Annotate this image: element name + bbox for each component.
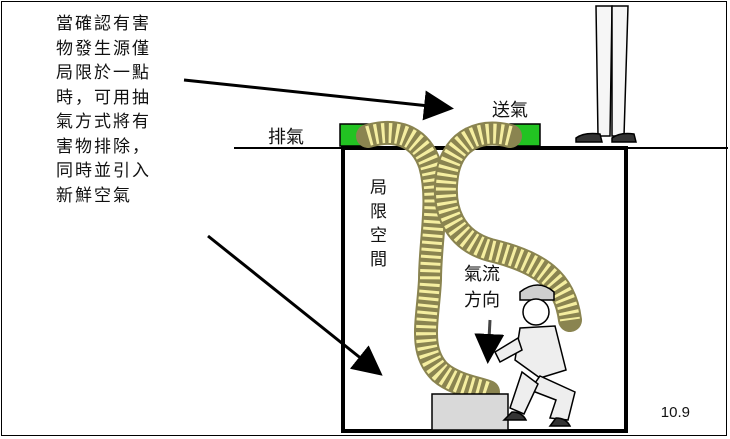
confined-space-label: 局 限 空 間 [370, 178, 387, 270]
figure-number: 10.9 [660, 404, 690, 421]
work-block [431, 393, 509, 431]
airflow-arrow [474, 319, 505, 364]
supply-label: 送氣 [492, 100, 528, 121]
exhaust-label: 排氣 [268, 127, 304, 148]
confined-space-pit [341, 146, 628, 433]
description-text: 當確認有害 物發生源僅 局限於一點 時，可用抽 氣方式將有 害物排除， 同時並引… [56, 14, 151, 206]
standing-person-legs [575, 5, 637, 143]
pointer-arrow-upper [183, 78, 454, 121]
worker-figure [494, 284, 576, 427]
airflow-label-line2: 方向 [464, 290, 500, 311]
pointer-arrow-lower [207, 234, 383, 376]
airflow-label-line1: 氣流 [464, 264, 500, 285]
